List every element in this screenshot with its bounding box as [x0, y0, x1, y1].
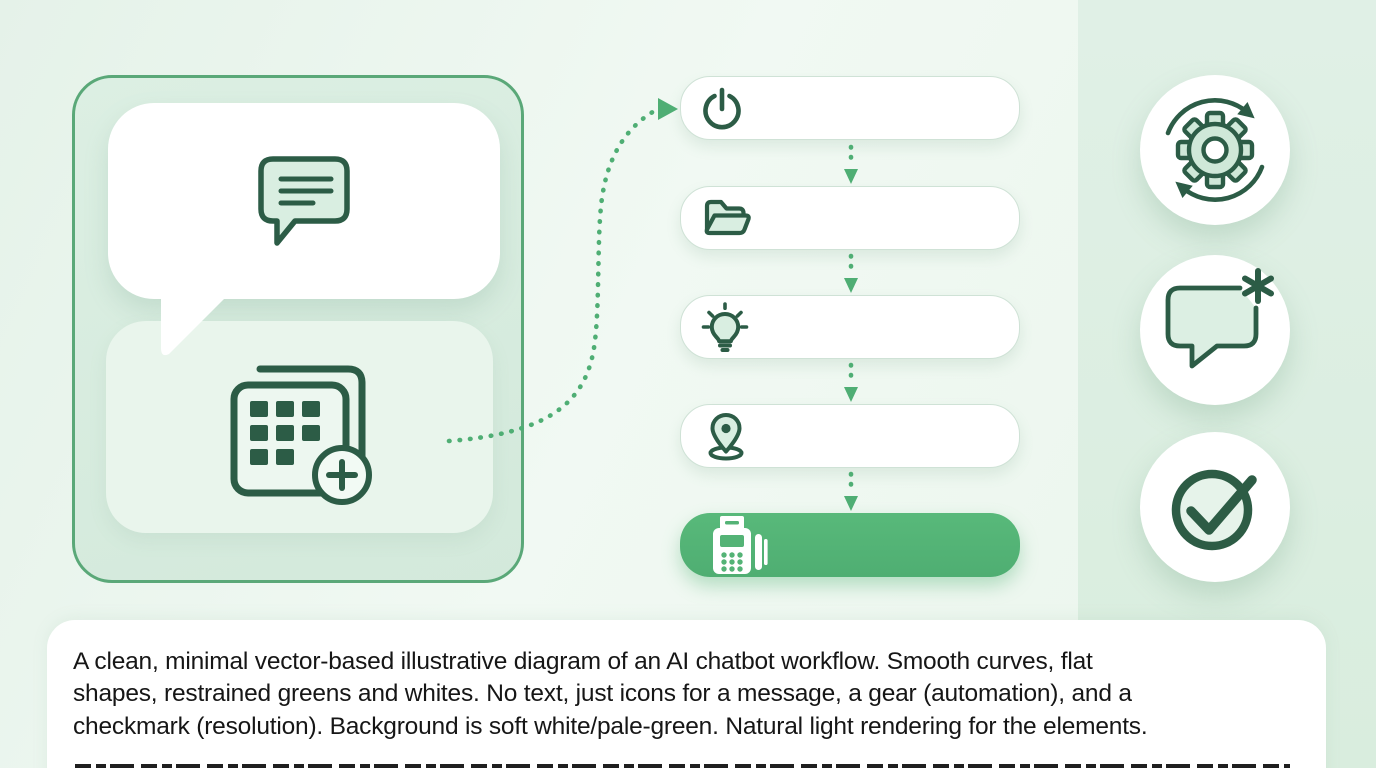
caption-line-3: checkmark (resolution). Background is so… [73, 712, 1148, 740]
chat-panel [72, 75, 524, 583]
gear-sync-icon [1140, 75, 1290, 225]
chat-bubble-tail [155, 290, 235, 360]
new-message-badge [1140, 255, 1290, 405]
power-icon [699, 84, 745, 132]
check-circle-icon [1140, 432, 1290, 582]
caption-line-1: A clean, minimal vector-based illustrati… [73, 648, 1093, 675]
caption-card: A clean, minimal vector-based illustrati… [47, 620, 1326, 768]
message-bubble-icon [249, 151, 359, 251]
workflow-step-power [680, 76, 1020, 140]
caption-text: A clean, minimal vector-based illustrati… [73, 646, 1148, 743]
workflow-step-payment [680, 513, 1020, 577]
automation-badge [1140, 75, 1290, 225]
resolution-badge [1140, 432, 1290, 582]
location-pin-icon [699, 409, 753, 463]
workflow-step-idea [680, 295, 1020, 359]
apps-card [106, 321, 493, 533]
workflow-step-folder [680, 186, 1020, 250]
workflow-step-location [680, 404, 1020, 468]
payment-terminal-icon [698, 512, 768, 578]
chat-bubble-card [108, 103, 500, 299]
open-folder-icon [699, 194, 753, 242]
apps-grid-add-icon [220, 347, 380, 507]
message-new-icon [1140, 255, 1290, 405]
clipped-text-line [75, 764, 1290, 768]
lightbulb-icon [699, 300, 751, 354]
caption-line-2: shapes, restrained greens and whites. No… [73, 680, 1132, 708]
